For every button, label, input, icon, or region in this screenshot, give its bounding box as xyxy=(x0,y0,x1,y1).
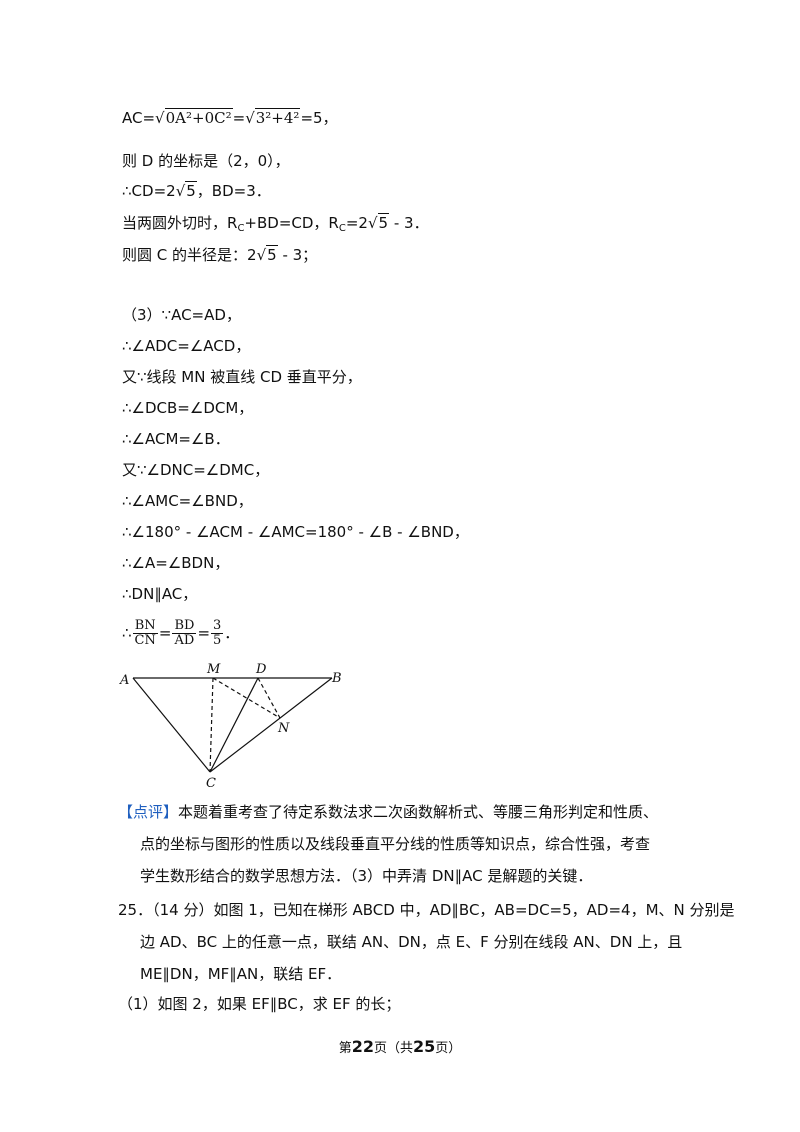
problem25-line-4: （1）如图 2，如果 EF∥BC，求 EF 的长； xyxy=(118,995,401,1013)
segment-AC xyxy=(132,677,211,773)
comment-line-1: 【点评】本题着重考查了待定系数法求二次函数解析式、等腰三角形判定和性质、 xyxy=(118,796,658,828)
part3-line-1: （3）∵AC=AD， xyxy=(122,306,241,324)
page-footer: 第22页（共25页） xyxy=(0,1037,800,1056)
problem25-line-2: 边 AD、BC 上的任意一点，联结 AN、DN，点 E、F 分别在线段 AN、D… xyxy=(140,933,683,951)
segment-DC xyxy=(209,677,259,773)
fraction-1-denominator: CN xyxy=(134,633,156,648)
comment-text-1: 本题着重考查了待定系数法求二次函数解析式、等腰三角形判定和性质、 xyxy=(178,803,659,821)
part3-line-10: ∴DN∥AC， xyxy=(122,585,198,603)
ac-radicand-2: 3²+4² xyxy=(254,108,301,127)
part3-line-3: 又∵线段 MN 被直线 CD 垂直平分， xyxy=(122,368,362,386)
fraction-1-numerator: BN xyxy=(132,619,158,634)
tangent-line: 当两圆外切时，RC+BD=CD，RC=2√5 - 3． xyxy=(122,213,429,239)
problem25-line-3: ME∥DN，MF∥AN，联结 EF． xyxy=(140,965,342,983)
tangent-text-b: +BD=CD，R xyxy=(244,214,339,232)
comment-tag: 【点评】 xyxy=(118,803,179,821)
radius-sqrt: √5 xyxy=(256,245,278,264)
part3-line-9: ∴∠A=∠BDN， xyxy=(122,554,230,572)
comment-line-2: 点的坐标与图形的性质以及线段垂直平分线的性质等知识点，综合性强，考查 xyxy=(140,835,651,853)
ratio-end: ． xyxy=(224,624,240,642)
ac-radicand-1: 0A²+0C² xyxy=(164,108,233,127)
part3-line-4: ∴∠DCB=∠DCM， xyxy=(122,399,254,417)
fraction-2-numerator: BD xyxy=(172,618,197,634)
footer-post: 页） xyxy=(435,1041,462,1056)
cd-line: ∴CD=2√5，BD=3． xyxy=(122,181,271,201)
footer-pre: 第 xyxy=(338,1041,352,1056)
label-A: A xyxy=(119,673,129,688)
part3-line-2: ∴∠ADC=∠ACD， xyxy=(122,337,251,355)
cd-radicand: 5 xyxy=(185,181,197,200)
radius-line: 则圆 C 的半径是：2√5 - 3； xyxy=(122,245,317,265)
d-coordinate-line: 则 D 的坐标是（2，0）， xyxy=(122,152,290,170)
tangent-text-c: =2 xyxy=(345,214,368,232)
part3-line-7: ∴∠AMC=∠BND， xyxy=(122,492,253,510)
ac-sqrt-2: √3²+4² xyxy=(245,108,301,127)
segment-BC xyxy=(209,677,333,773)
comment-block: 【点评】本题着重考查了待定系数法求二次函数解析式、等腰三角形判定和性质、 xyxy=(118,796,658,828)
segment-DN xyxy=(257,677,281,719)
footer-mid: 页（共 xyxy=(373,1041,413,1056)
radius-radicand: 5 xyxy=(266,245,278,264)
fraction-2-denominator: AD xyxy=(174,633,195,648)
ac-eq: = xyxy=(232,109,246,127)
fraction-3-denominator: 5 xyxy=(213,633,222,648)
tangent-radicand: 5 xyxy=(377,213,390,232)
ac-tail: =5， xyxy=(300,109,338,127)
segment-MC xyxy=(209,677,214,773)
radius-text-b: - 3； xyxy=(277,246,318,264)
tangent-text-d: - 3． xyxy=(389,214,429,232)
label-N: N xyxy=(277,721,290,736)
tangent-sqrt: √5 xyxy=(367,213,390,232)
problem25-line-1: 25．（14 分）如图 1，已知在梯形 ABCD 中，AD∥BC，AB=DC=5… xyxy=(118,901,735,919)
cd-text-b: ，BD=3． xyxy=(196,182,271,200)
ratio-prefix: ∴ xyxy=(122,624,132,642)
comment-line-3: 学生数形结合的数学思想方法．（3）中弄清 DN∥AC 是解题的关键． xyxy=(140,867,593,885)
part3-line-8: ∴∠180° - ∠ACM - ∠AMC=180° - ∠B - ∠BND， xyxy=(122,523,469,541)
part3-line-6: 又∵∠DNC=∠DMC， xyxy=(122,461,270,479)
label-C: C xyxy=(206,776,216,790)
segment-MN xyxy=(212,677,281,719)
footer-total-pages: 25 xyxy=(413,1037,436,1056)
radius-text-a: 则圆 C 的半径是：2 xyxy=(122,246,257,264)
fraction-3-numerator: 3 xyxy=(211,618,224,634)
ac-sqrt-1: √0A²+0C² xyxy=(155,108,233,127)
label-D: D xyxy=(255,662,267,677)
label-M: M xyxy=(206,662,221,677)
cd-text-a: ∴CD=2 xyxy=(122,182,176,200)
part3-line-5: ∴∠ACM=∠B． xyxy=(122,430,230,448)
footer-page-number: 22 xyxy=(351,1037,374,1056)
tangent-sub-2: C xyxy=(338,223,346,234)
ratio-eq-1: = xyxy=(158,624,172,642)
tangent-sub-1: C xyxy=(237,223,245,234)
cd-sqrt: √5 xyxy=(175,181,197,200)
geometry-figure: A M D B N C xyxy=(119,662,342,790)
label-B: B xyxy=(331,671,342,686)
ratio-eq-2: = xyxy=(197,624,211,642)
ac-prefix: AC= xyxy=(122,109,156,127)
ac-line: AC=√0A²+0C²=√3²+4²=5， xyxy=(122,108,338,128)
tangent-text-a: 当两圆外切时，R xyxy=(122,214,238,232)
